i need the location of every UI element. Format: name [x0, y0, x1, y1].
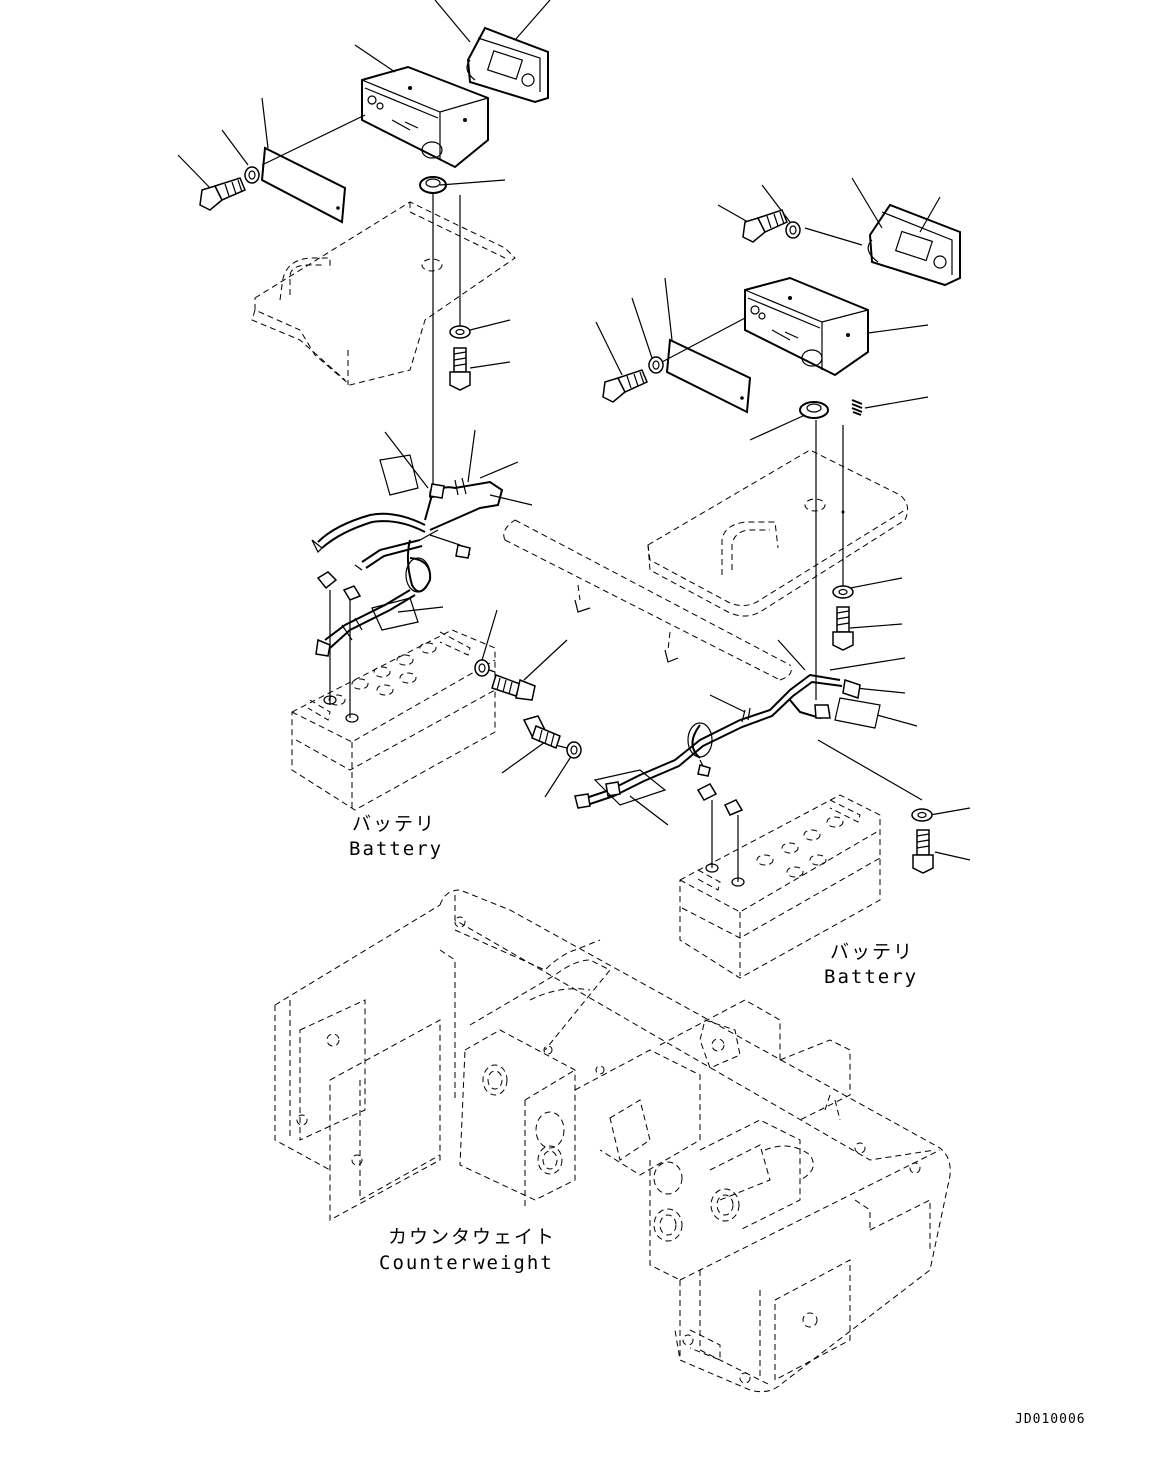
spring-clip-right	[851, 399, 863, 416]
grommet-left	[419, 176, 447, 194]
washer-right-top	[785, 221, 801, 239]
bolt-right-cover	[832, 606, 854, 651]
assembly-lines	[261, 114, 923, 882]
washer-left-top	[244, 166, 260, 184]
washer-right-cover	[832, 585, 854, 599]
bolt-right-mid	[602, 369, 648, 403]
terminal-right	[696, 783, 744, 816]
counterweight-label-en: Counterweight	[379, 1252, 554, 1274]
battery-left-label-en: Battery	[349, 838, 444, 860]
leader-lines	[177, 0, 971, 861]
bolt-lower-mid	[522, 715, 561, 750]
bolt-battery-left	[491, 674, 536, 701]
drawing-code: JD010006	[1015, 1412, 1086, 1427]
battery-left-label-jp: バッテリ	[352, 813, 437, 835]
washer-right-lower	[911, 808, 933, 822]
work-lamp-left	[466, 26, 549, 104]
washer-lower-mid	[566, 741, 582, 759]
terminal-left	[316, 571, 362, 601]
counterweight	[274, 889, 951, 1393]
bolt-left-top	[199, 177, 246, 211]
wire-harness-right	[574, 673, 881, 809]
lamp-bracket-right	[744, 276, 869, 377]
washer-left-mid	[449, 325, 471, 339]
cover-left	[251, 201, 516, 386]
battery-right-label-en: Battery	[824, 966, 919, 988]
washer-battery-left	[474, 659, 490, 677]
work-lamp-right	[867, 203, 961, 287]
bolt-right-lower	[912, 829, 934, 874]
battery-left	[291, 629, 496, 811]
cover-right	[647, 449, 909, 617]
wire-harness	[311, 454, 504, 657]
bolt-right-top	[742, 209, 788, 243]
tube-crossbar	[503, 519, 792, 681]
battery-right-label-jp: バッテリ	[830, 941, 915, 963]
grommet-right	[799, 401, 829, 419]
name-plate-right	[665, 338, 752, 414]
bolt-left-mid	[449, 347, 471, 391]
name-plate-left	[260, 146, 347, 224]
lamp-bracket-left	[361, 65, 489, 169]
washer-right-mid	[648, 356, 664, 374]
counterweight-label-jp: カウンタウェイト	[388, 1226, 557, 1248]
battery-right	[679, 794, 881, 979]
